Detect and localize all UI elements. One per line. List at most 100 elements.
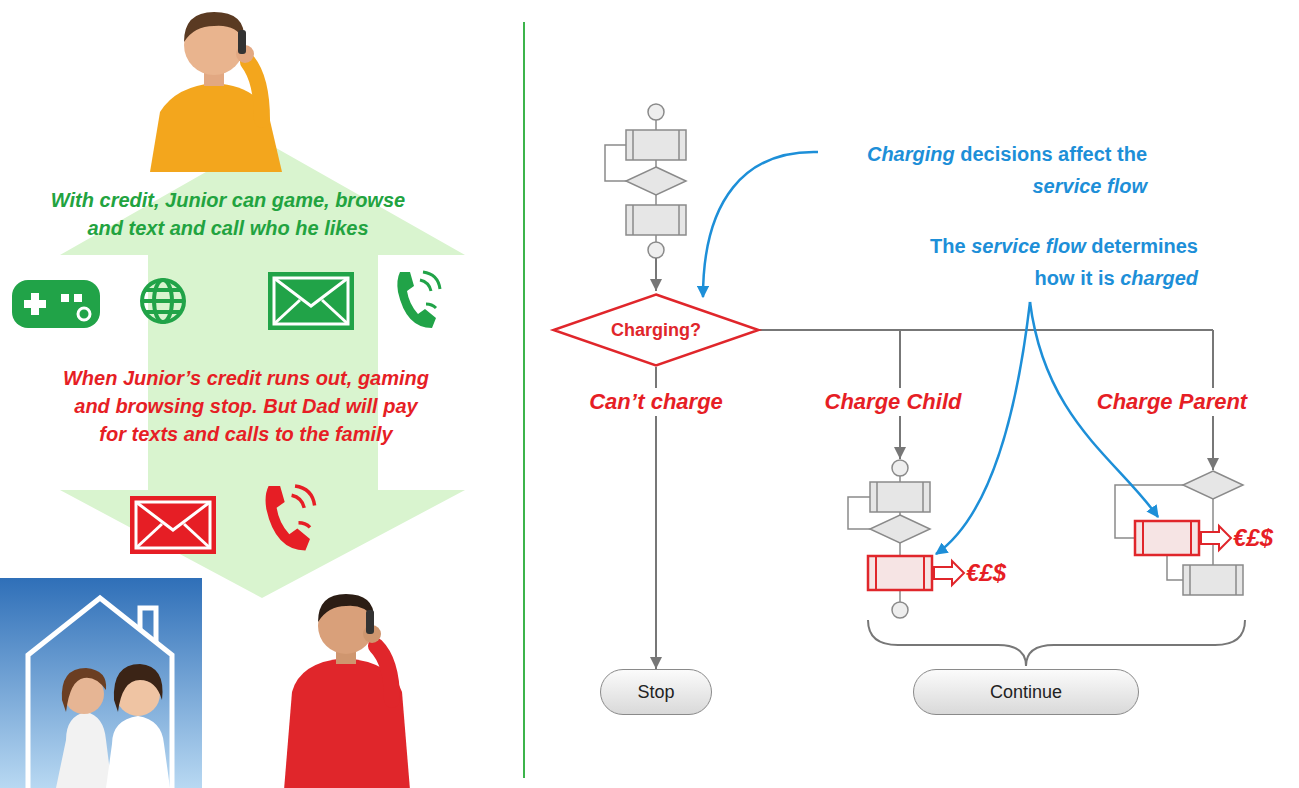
word: texts: [131, 423, 183, 445]
globe-icon: [142, 280, 184, 322]
word: Parent: [1179, 389, 1247, 414]
flow-process: [1183, 565, 1243, 595]
word: credit: [207, 367, 267, 389]
word: decisions: [960, 143, 1058, 165]
phone-icon: [397, 272, 440, 328]
terminal-box: Continue: [913, 669, 1139, 715]
envelope-icon: [268, 272, 354, 330]
flow-decision: [626, 167, 686, 195]
word: Junior’s: [123, 367, 207, 389]
word: game,: [272, 189, 335, 211]
diamond-outline: [554, 295, 759, 366]
charge-arrow: [934, 561, 964, 585]
branch-label: Charge Child: [821, 388, 966, 416]
word: and: [87, 217, 128, 239]
bracket: [868, 620, 1245, 666]
node-label: Continue: [990, 681, 1062, 703]
word: for: [99, 423, 131, 445]
gamepad-icon: [12, 280, 100, 328]
word: and: [184, 423, 225, 445]
word: But: [263, 395, 302, 417]
word: family: [335, 423, 393, 445]
flow-process: [870, 482, 930, 512]
word: flow: [1046, 235, 1092, 257]
word: calls: [225, 423, 275, 445]
background-arrow: [60, 140, 465, 598]
word: €£$: [1233, 524, 1273, 551]
word: browse: [335, 189, 405, 211]
word: likes: [324, 217, 368, 239]
flow-decision: [1183, 471, 1243, 499]
flow-process: [626, 130, 686, 160]
flow-terminal: [648, 242, 664, 258]
family-photo: [0, 578, 202, 788]
word: and: [74, 395, 115, 417]
word: Charge: [1097, 389, 1179, 414]
currency-symbols: €£$: [1233, 524, 1273, 552]
word: gaming: [358, 367, 429, 389]
currency-symbols: €£$: [966, 559, 1006, 587]
edge-label: Can’t charge: [585, 388, 727, 416]
word: can: [232, 189, 272, 211]
node-label: Charging?: [611, 319, 701, 341]
flow-process: [626, 205, 686, 235]
flow-terminal: [892, 460, 908, 476]
word: flow: [1107, 175, 1147, 197]
caption-text: With credit, Junior can game, browse and…: [51, 186, 405, 242]
flow-terminal: [648, 104, 664, 120]
charging-step: [1135, 521, 1199, 555]
word: browsing: [115, 395, 209, 417]
boy-figure: [150, 12, 282, 172]
branch-wire: [750, 330, 1213, 470]
word: When: [63, 367, 123, 389]
dad-figure: [284, 594, 410, 788]
word: the: [1117, 143, 1147, 165]
word: Junior: [165, 189, 232, 211]
word: With: [51, 189, 100, 211]
word: the: [299, 423, 335, 445]
flow-arrow: [655, 258, 657, 291]
word: affect: [1058, 143, 1117, 165]
word: how: [1035, 267, 1081, 289]
word: €£$: [966, 559, 1006, 586]
charge-arrow: [1201, 526, 1231, 550]
word: to: [275, 423, 299, 445]
word: charged: [1120, 267, 1198, 289]
word: he: [295, 217, 324, 239]
word: it: [1080, 267, 1098, 289]
flow-decision: [870, 515, 930, 543]
callout-arrow: [703, 152, 818, 297]
word: who: [250, 217, 296, 239]
callout-arrow: [936, 302, 1030, 554]
word: determines: [1091, 235, 1198, 257]
word: call: [211, 217, 250, 239]
word: Charge: [825, 389, 907, 414]
word: out,: [316, 367, 358, 389]
word: pay: [383, 395, 417, 417]
word: and: [170, 217, 211, 239]
word: service: [1032, 175, 1107, 197]
charging-step: [868, 556, 932, 590]
envelope-icon: [130, 496, 216, 554]
flow-terminal: [892, 602, 908, 618]
word: The: [930, 235, 971, 257]
word: credit,: [100, 189, 166, 211]
annotation-text: Charging decisions affect the service fl…: [867, 138, 1147, 202]
word: text: [129, 217, 170, 239]
phone-icon: [266, 486, 315, 550]
word: service: [971, 235, 1046, 257]
decision-diamond: Charging?: [552, 293, 760, 367]
caption-text: When Junior’s credit runs out, gaming an…: [63, 364, 429, 448]
word: stop.: [210, 395, 263, 417]
annotation-text: The service flow determines how it is ch…: [930, 230, 1198, 294]
word: Charging: [867, 143, 960, 165]
word: will: [345, 395, 383, 417]
word: Child: [906, 389, 961, 414]
word: is: [1098, 267, 1120, 289]
branch-label: Charge Parent: [1093, 388, 1251, 416]
word: runs: [267, 367, 316, 389]
divider-line: [523, 22, 525, 778]
node-label: Stop: [637, 681, 674, 703]
word: Dad: [302, 395, 345, 417]
